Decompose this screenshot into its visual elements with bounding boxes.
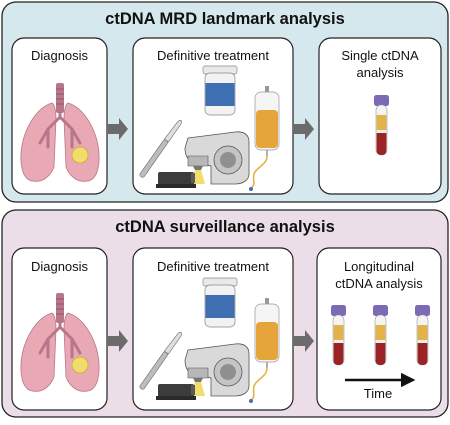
arrow-right-icon <box>294 118 314 140</box>
blood-tube-icon <box>373 94 390 156</box>
step-box-single-analysis: Single ctDNA analysis <box>318 37 442 195</box>
step-label-line2: analysis <box>357 65 404 80</box>
panel-title: ctDNA surveillance analysis <box>115 218 335 236</box>
step-box-diagnosis: Diagnosis <box>11 247 108 411</box>
panel-title: ctDNA MRD landmark analysis <box>105 10 345 28</box>
panel-surveillance: ctDNA surveillance analysis Diagnosis De… <box>1 209 449 418</box>
step-box <box>132 37 294 195</box>
arrow-right-icon <box>294 330 314 352</box>
step-label-line1: Single ctDNA <box>341 48 419 63</box>
step-label-line2: ctDNA analysis <box>335 276 423 291</box>
arrow-right-icon <box>108 118 128 140</box>
blood-tube-icon <box>414 304 431 366</box>
step-box-treatment: Definitive treatment <box>132 37 294 195</box>
panel-mrd-landmark: ctDNA MRD landmark analysis Diagnosis De… <box>1 1 449 203</box>
step-box-treatment: Definitive treatment <box>132 247 294 411</box>
step-box-diagnosis: Diagnosis <box>11 37 108 195</box>
step-box <box>132 247 294 411</box>
step-label-line1: Longitudinal <box>344 259 414 274</box>
step-box-longitudinal-analysis: Longitudinal ctDNA analysis Time <box>316 247 442 411</box>
step-label: Diagnosis <box>31 48 89 63</box>
blood-tube-icon <box>372 304 389 366</box>
time-label: Time <box>364 386 392 401</box>
arrow-right-icon <box>108 330 128 352</box>
step-label: Definitive treatment <box>157 259 269 274</box>
step-label: Diagnosis <box>31 259 89 274</box>
blood-tube-icon <box>330 304 347 366</box>
step-label: Definitive treatment <box>157 48 269 63</box>
